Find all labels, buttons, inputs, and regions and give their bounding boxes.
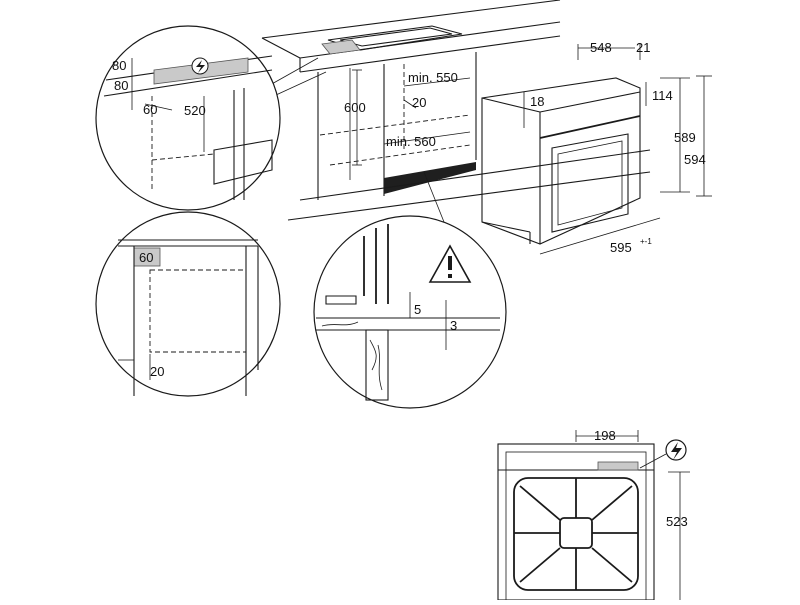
detail-circle-middle: 60 20 xyxy=(95,211,281,397)
dim-depth-548: 548 xyxy=(590,40,612,55)
cabinet-perspective xyxy=(261,0,651,221)
dim-gap-5: 5 xyxy=(414,302,421,317)
oven-perspective xyxy=(481,77,641,245)
dim-plug-198: 198 xyxy=(594,428,616,443)
oven-dimensions: 548 21 18 114 589 594 595 +-1 xyxy=(523,40,712,255)
dim-detail-20: 20 xyxy=(150,364,164,379)
dim-width-tolerance: +-1 xyxy=(640,237,652,246)
dim-height-594: 594 xyxy=(684,152,706,167)
dim-detail-60-box: 60 xyxy=(139,250,153,265)
detail-circle-center: 5 3 xyxy=(313,171,507,409)
dim-niche-min-560: min. 560 xyxy=(386,134,436,149)
detail-circle-top: 80 80 60 520 xyxy=(95,25,281,211)
dim-detail-520: 520 xyxy=(184,103,206,118)
dim-gap-3: 3 xyxy=(450,318,457,333)
dim-gap-20: 20 xyxy=(412,95,426,110)
dim-detail-80b: 80 xyxy=(114,78,128,93)
dim-width-595: 595 xyxy=(610,240,632,255)
dim-detail-80: 80 xyxy=(112,58,126,73)
dim-top-114: 114 xyxy=(652,88,673,103)
electric-bolt-icon xyxy=(191,57,209,75)
dim-front-21: 21 xyxy=(636,40,650,55)
oven-front-view xyxy=(497,443,655,601)
warning-icon xyxy=(428,244,472,283)
electric-plug-icon xyxy=(639,439,687,469)
dim-niche-min-550: min. 550 xyxy=(408,70,458,85)
dim-niche-600: 600 xyxy=(344,100,366,115)
niche-dimensions: 600 min. 550 20 min. 560 xyxy=(344,69,471,166)
dim-plug-523: 523 xyxy=(666,514,688,529)
plug-dimensions: 198 523 xyxy=(575,428,690,600)
dim-detail-60: 60 xyxy=(143,102,157,117)
dim-panel-18: 18 xyxy=(530,94,544,109)
dim-height-589: 589 xyxy=(674,130,696,145)
